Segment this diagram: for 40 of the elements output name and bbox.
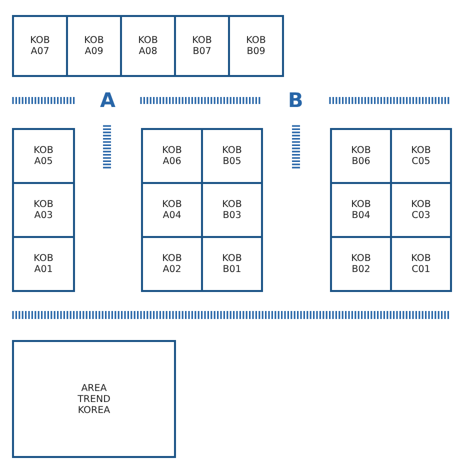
booth-number: KOB C03 xyxy=(410,199,432,221)
booth-number: KOB A04 xyxy=(161,199,183,221)
booth-box xyxy=(330,236,392,292)
booth-number: KOB C05 xyxy=(410,145,432,167)
booth-number: KOB B07 xyxy=(191,35,213,57)
booth-number: KOB A08 xyxy=(137,35,159,57)
booth-number: KOB C01 xyxy=(410,253,432,275)
booth-number: KOB A07 xyxy=(29,35,51,57)
booth-box xyxy=(201,236,263,292)
booth-number: KOB A09 xyxy=(83,35,105,57)
booth-box xyxy=(12,128,75,184)
booth-box xyxy=(390,236,452,292)
area-name: AREA TREND KOREA xyxy=(76,382,112,416)
booth-number: KOB A05 xyxy=(32,145,54,167)
booth-number: KOB B05 xyxy=(221,145,243,167)
booth-number: KOB A06 xyxy=(161,145,183,167)
booth-number: KOB B03 xyxy=(221,199,243,221)
booth-box xyxy=(330,128,392,184)
hall-letter: A xyxy=(100,88,116,112)
booth-box xyxy=(66,15,122,77)
booth-number: KOB B01 xyxy=(221,253,243,275)
booth-box xyxy=(228,15,284,77)
area-box xyxy=(12,340,176,458)
hall-letter: B xyxy=(288,88,304,112)
booth-box xyxy=(390,128,452,184)
booth-box xyxy=(12,15,68,77)
booth-number: KOB B09 xyxy=(245,35,267,57)
booth-number: KOB A01 xyxy=(32,253,54,275)
booth-number: KOB B04 xyxy=(350,199,372,221)
booth-number: KOB A03 xyxy=(32,199,54,221)
booth-box xyxy=(12,236,75,292)
booth-box xyxy=(120,15,176,77)
booth-number: KOB B06 xyxy=(350,145,372,167)
booth-box xyxy=(201,128,263,184)
booth-box xyxy=(174,15,230,77)
booth-box xyxy=(141,128,203,184)
booth-box xyxy=(12,182,75,238)
booth-number: KOB A02 xyxy=(161,253,183,275)
booth-number: KOB B02 xyxy=(350,253,372,275)
booth-box xyxy=(141,236,203,292)
